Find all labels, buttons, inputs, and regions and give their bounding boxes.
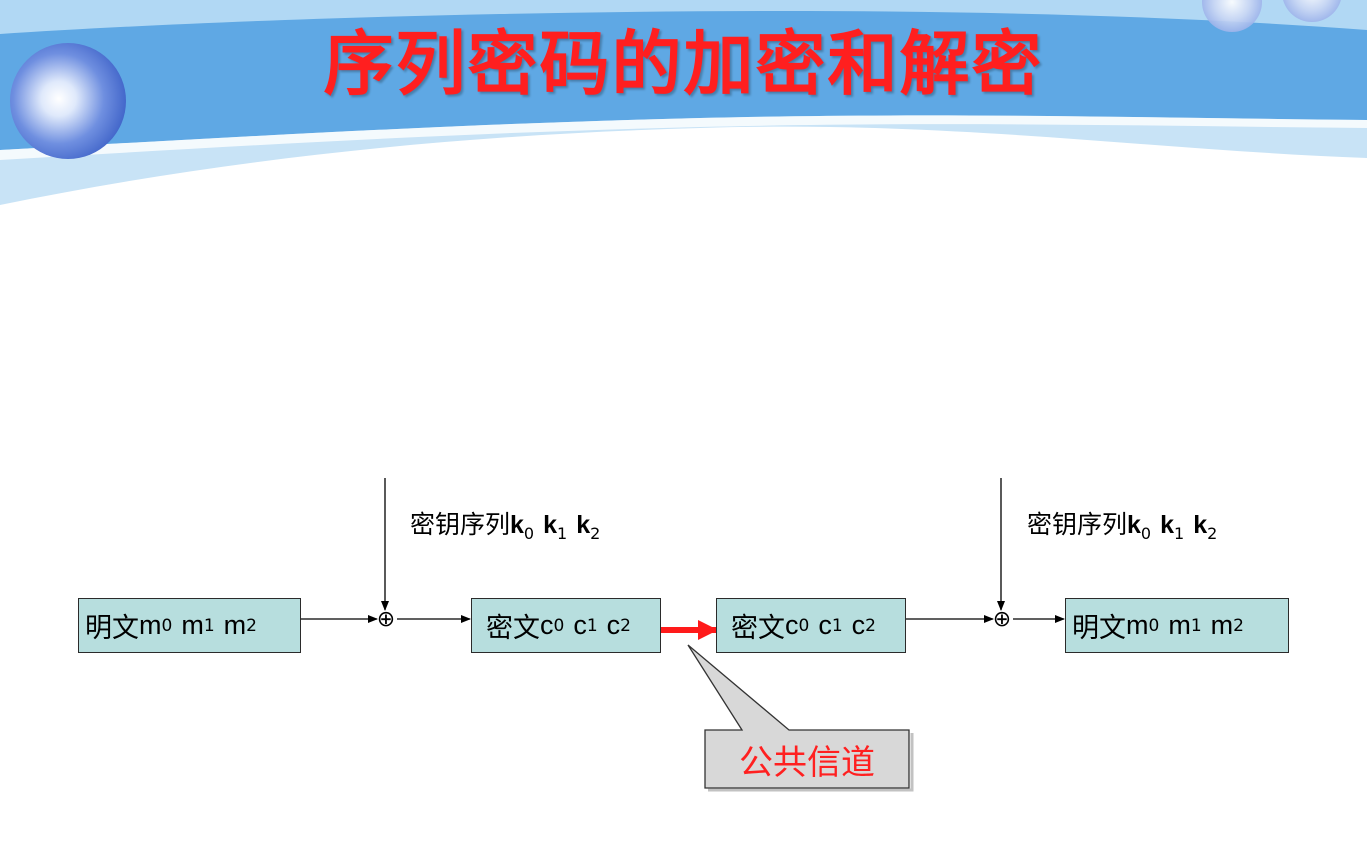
var: k (543, 511, 558, 539)
var: c (818, 610, 832, 640)
var: k (1193, 511, 1208, 539)
subscript: 1 (586, 615, 598, 636)
var: m (1126, 610, 1149, 640)
var: k (510, 511, 524, 539)
var: m (181, 610, 204, 640)
box-label: 密文 (731, 613, 785, 644)
var: c (606, 610, 621, 640)
var: m (1210, 610, 1234, 640)
subscript: 1 (1190, 615, 1202, 636)
subscript: 0 (1148, 615, 1160, 636)
subscript: 2 (1207, 524, 1218, 543)
var: c (573, 610, 587, 640)
key-label: 密钥序列 (1027, 510, 1128, 539)
public-channel-callout: 公共信道 (739, 742, 875, 783)
var: c (540, 610, 554, 640)
var: c (785, 610, 799, 640)
box-label: 密文 (486, 613, 540, 644)
var: k (1160, 511, 1175, 539)
decorative-orb-icon (10, 43, 126, 159)
xor-right-icon: ⊕ (992, 607, 1012, 632)
box-label: 明文 (1072, 613, 1126, 644)
key-label: 密钥序列 (410, 510, 511, 539)
var: c (851, 610, 866, 640)
subscript: 0 (798, 615, 810, 636)
subscript: 0 (161, 615, 173, 636)
subscript: 1 (831, 615, 843, 636)
page-title: 序列密码的加密和解密 (323, 23, 1044, 105)
xor-left-icon: ⊕ (376, 607, 396, 632)
var: m (223, 610, 247, 640)
subscript: 2 (865, 615, 876, 636)
subscript: 1 (557, 524, 568, 543)
subscript: 0 (523, 524, 535, 543)
subscript: 0 (1140, 524, 1152, 543)
subscript: 2 (620, 615, 631, 636)
var: m (1168, 610, 1191, 640)
var: m (139, 610, 162, 640)
subscript: 2 (1233, 615, 1244, 636)
subscript: 2 (246, 615, 257, 636)
callout-shape (687, 644, 910, 789)
var: k (1127, 511, 1141, 539)
subscript: 0 (553, 615, 565, 636)
subscript: 1 (203, 615, 215, 636)
box-label: 明文 (85, 613, 139, 644)
subscript: 2 (590, 524, 601, 543)
header-banner (0, 0, 1367, 205)
var: k (576, 511, 591, 539)
subscript: 1 (1174, 524, 1185, 543)
